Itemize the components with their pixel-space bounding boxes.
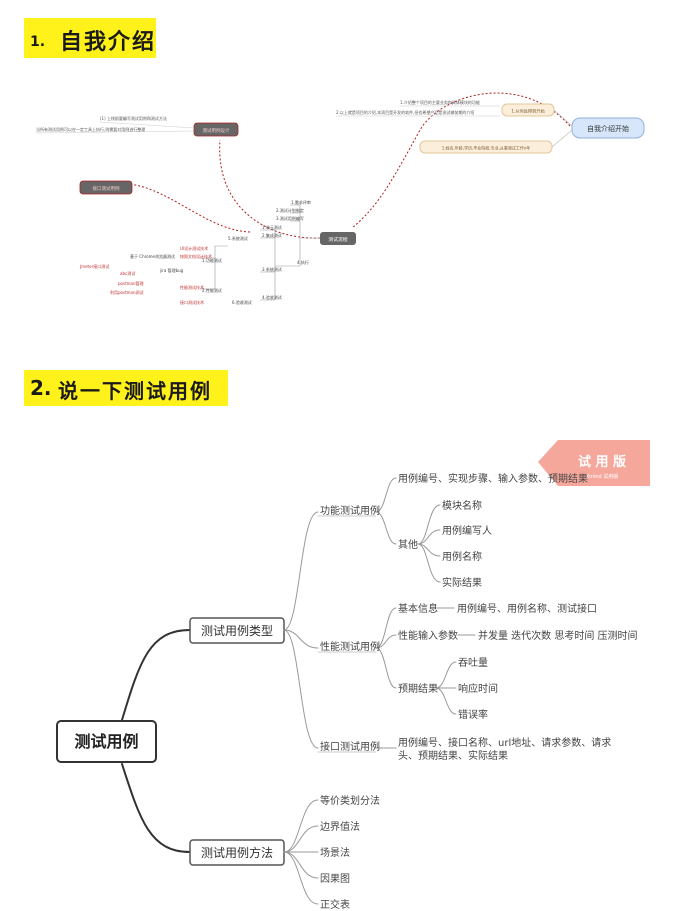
mm1-interface-node: [79, 180, 133, 195]
mm1-func-12: 接口测试技术: [180, 299, 204, 305]
mm1-step-2: 2.测试计划制定: [276, 207, 304, 213]
mm1-center-label: 测试流程: [328, 236, 347, 243]
watermark-sub: Xmind 试用版: [586, 473, 619, 480]
mm1-test-design-label: 测试用例设计: [203, 127, 230, 134]
mm1-sub-1: 1.单元测试: [262, 224, 282, 230]
mm1-branch-a-label: 1.从何处得到开始: [511, 108, 545, 115]
perf-basic-label: 基本信息: [398, 602, 438, 615]
mm1-branch-b-label: 1.姓名,年龄,学历,毕业院校,专业,从事测试工作x年: [442, 145, 531, 151]
mm1-left-note-2: 当所有测试用例可以在一定工具上执行,则需要对用例进行整理: [36, 126, 145, 132]
mm1-root-node: [571, 117, 645, 139]
perf-error-rate: 错误率: [458, 708, 488, 721]
root-node: [56, 720, 157, 763]
mm1-func-11: 2.性能测试: [202, 287, 222, 293]
mm1-func-8: 性能测试技术: [180, 284, 204, 290]
mm1-root-label: 自我介绍开始: [587, 124, 629, 133]
trial-watermark: [538, 440, 650, 486]
mm1-note-a1: 1.介绍整个项目的主要业务和具体模块的功能: [400, 99, 480, 105]
mm1-func-7: postman管理: [118, 280, 144, 286]
perf-response-time: 响应时间: [458, 682, 498, 695]
section-1-header: 1. 自我介绍: [24, 18, 156, 58]
mm1-func-2: 按照文档设计技术: [180, 253, 212, 259]
method-cause-effect: 因果图: [320, 873, 350, 885]
mm1-func-1: UI设计测试技术: [180, 245, 208, 251]
other-item-author: 用例编写人: [442, 524, 492, 537]
method-equivalence: 等价类划分法: [320, 794, 380, 807]
perf-input-label: 性能输入参数: [398, 629, 458, 642]
mindmap-2: 试 用 版 Xmind 试用版 测试用例 测试用例类型 测试用例方法: [56, 440, 650, 911]
mm1-note-a2: 2.以上就是项目的介绍,本项目是开发的软件,但也希望产品是测试做前期的介绍: [336, 109, 474, 115]
interface-fields-2: 头、预期结果、实际结果: [398, 749, 508, 762]
mm1-step-3: 3.测试用例编写: [276, 215, 304, 221]
mm1-step-4: 4.执行: [297, 259, 309, 265]
other-item-module: 模块名称: [442, 499, 482, 512]
mm1-func-3: 基于 Chrome浏览器测试: [130, 253, 175, 259]
functional-case-label: 功能测试用例: [320, 504, 380, 517]
mm1-func-5: abc测试: [120, 270, 135, 276]
mm1-gray-label: 5.系统测试: [228, 235, 248, 241]
interface-case-label: 接口测试用例: [320, 740, 380, 753]
mm1-func-10: 1.功能测试: [202, 257, 222, 263]
mm1-accept-label: 6.验收测试: [232, 299, 252, 305]
method-scenario: 场景法: [320, 846, 350, 859]
mm1-center-node: [320, 232, 356, 245]
mm1-func-6: jira 管理bug: [159, 267, 184, 273]
mm1-step-1: 1.需求评审: [291, 199, 311, 205]
methods-label: 测试用例方法: [201, 845, 273, 860]
root-label: 测试用例: [74, 732, 138, 751]
performance-case-label: 性能测试用例: [320, 640, 380, 653]
watermark-title: 试 用 版: [578, 454, 626, 470]
perf-expected-label: 预期结果: [398, 682, 438, 695]
interface-fields-1: 用例编号、接口名称、url地址、请求参数、请求: [398, 736, 611, 749]
types-label: 测试用例类型: [201, 623, 273, 638]
functional-other-label: 其他: [398, 538, 418, 551]
section-1-title: 自我介绍: [60, 30, 157, 55]
mm1-test-design-node: [193, 122, 239, 137]
section-1-number: 1.: [30, 34, 46, 50]
section-2-header: 2. 说一下测试用例: [24, 370, 228, 406]
perf-basic-value: 用例编号、用例名称、测试接口: [457, 602, 597, 615]
other-item-actual: 实际结果: [442, 576, 482, 589]
mm1-func-9: 利用postman测试: [110, 289, 144, 295]
mm1-func-4: Jmeter接口测试: [79, 263, 109, 269]
mm1-interface-label: 接口测试用例: [93, 185, 120, 192]
mm1-sub-4: 4.验收测试: [262, 294, 282, 300]
mm1-sub-3: 3.系统测试: [262, 266, 282, 272]
method-orthogonal: 正交表: [320, 898, 350, 911]
perf-input-value: 并发量 迭代次数 思考时间 压测时间: [478, 629, 638, 642]
method-boundary: 边界值法: [320, 820, 360, 833]
perf-throughput: 吞吐量: [458, 657, 488, 669]
mm1-sub-2: 2.集成测试: [262, 232, 282, 238]
functional-fields: 用例编号、实现步骤、输入参数、预期结果: [398, 472, 588, 485]
section-2-number: 2.: [30, 376, 52, 400]
mm1-left-note-1: (1) 上线前要编写测试用例和测试方法: [100, 115, 167, 121]
section-2-title: 说一下测试用例: [58, 379, 212, 403]
other-item-name: 用例名称: [442, 550, 482, 563]
mindmap-1: 自我介绍开始 1.从何处得到开始 1.姓名,年龄,学历,毕业院校,专业,从事测试…: [35, 92, 645, 305]
